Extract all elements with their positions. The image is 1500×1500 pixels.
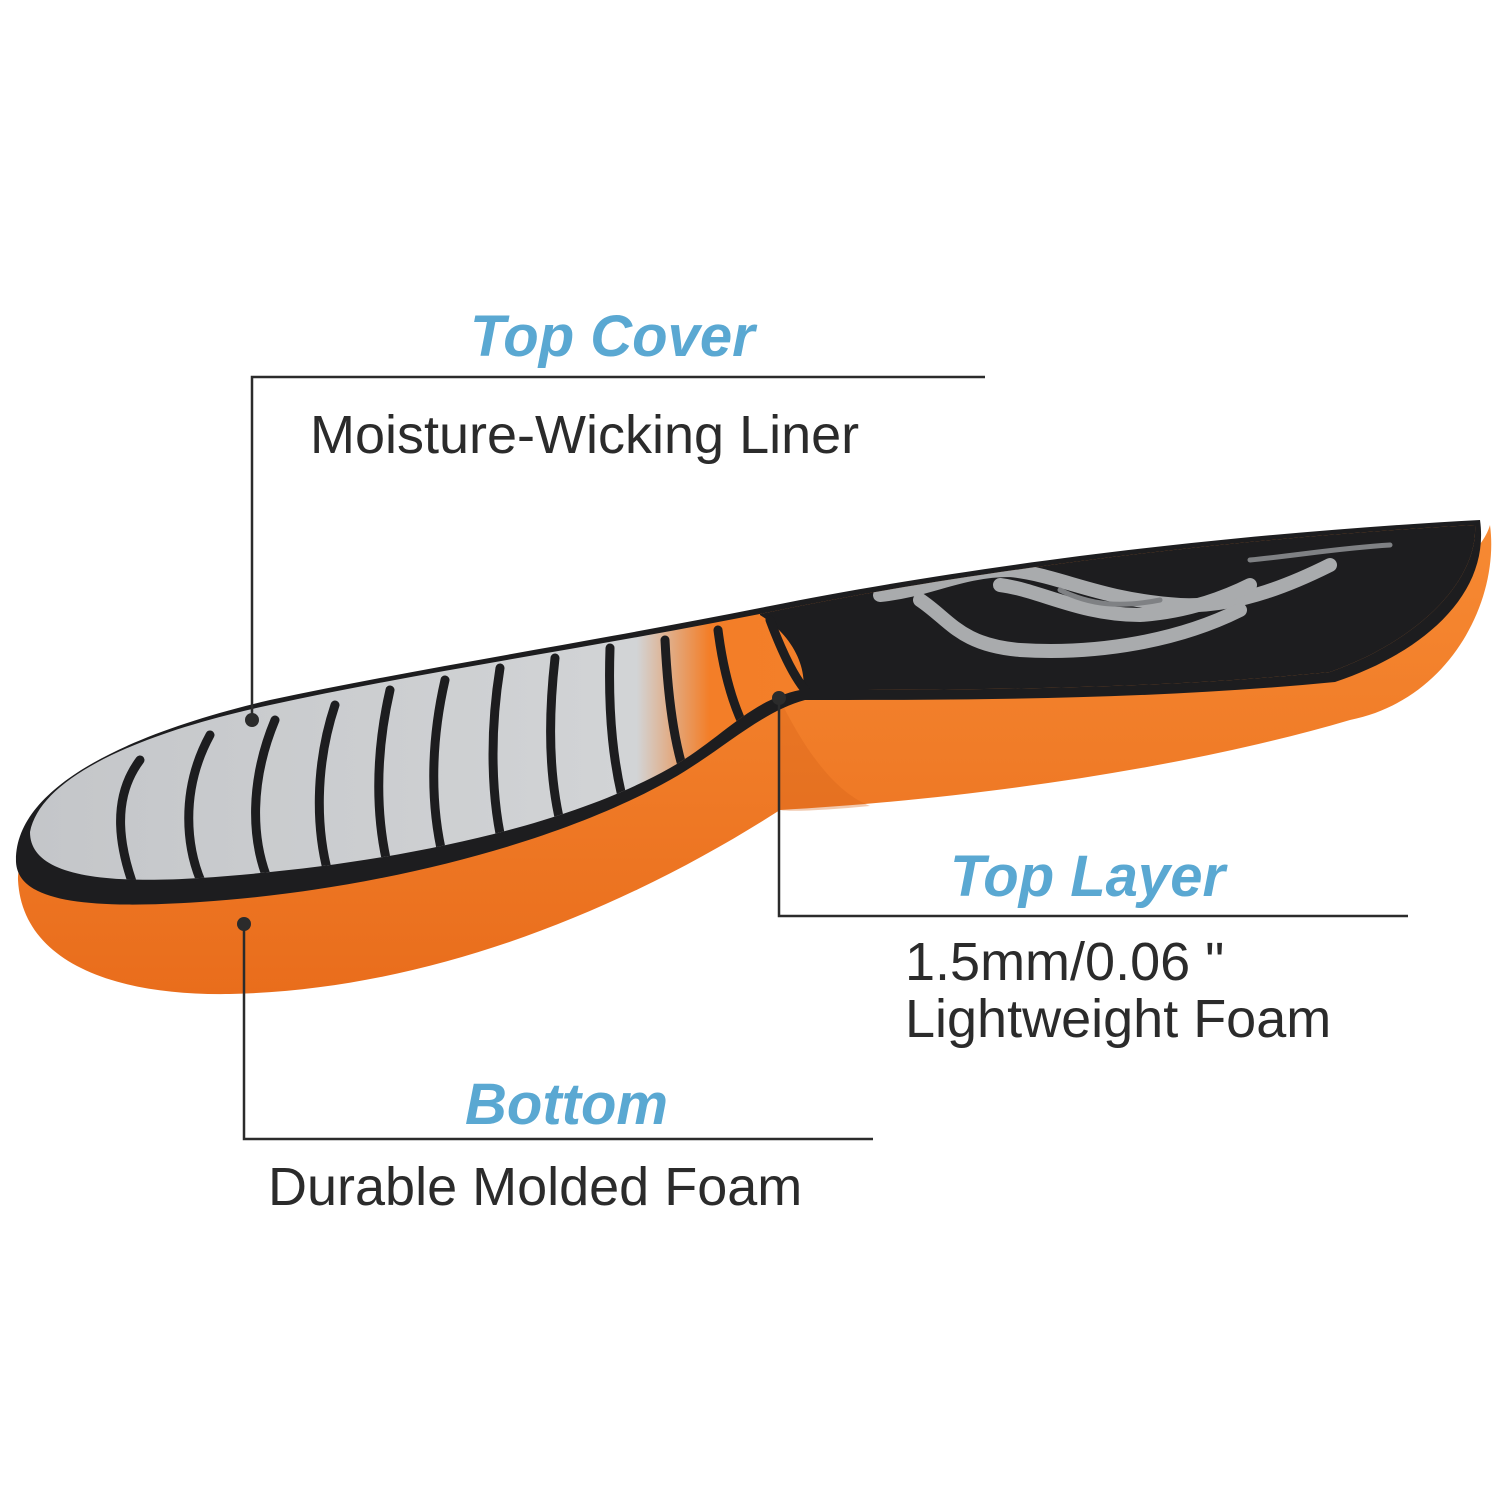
leader-bottom	[242, 922, 873, 1141]
leader-top-cover	[250, 375, 985, 718]
top-layer-description-line1: 1.5mm/0.06 "	[905, 932, 1225, 992]
leader-top-layer	[777, 700, 1408, 918]
bottom-description: Durable Molded Foam	[268, 1157, 803, 1217]
top-cover-title: Top Cover	[470, 304, 755, 369]
top-cover-description: Moisture-Wicking Liner	[310, 405, 860, 465]
bottom-title: Bottom	[465, 1072, 668, 1137]
leader-dots	[237, 691, 786, 931]
top-layer-title: Top Layer	[950, 844, 1226, 909]
top-layer-description-line2: Lightweight Foam	[905, 989, 1332, 1049]
leader-lines	[242, 375, 1408, 1141]
